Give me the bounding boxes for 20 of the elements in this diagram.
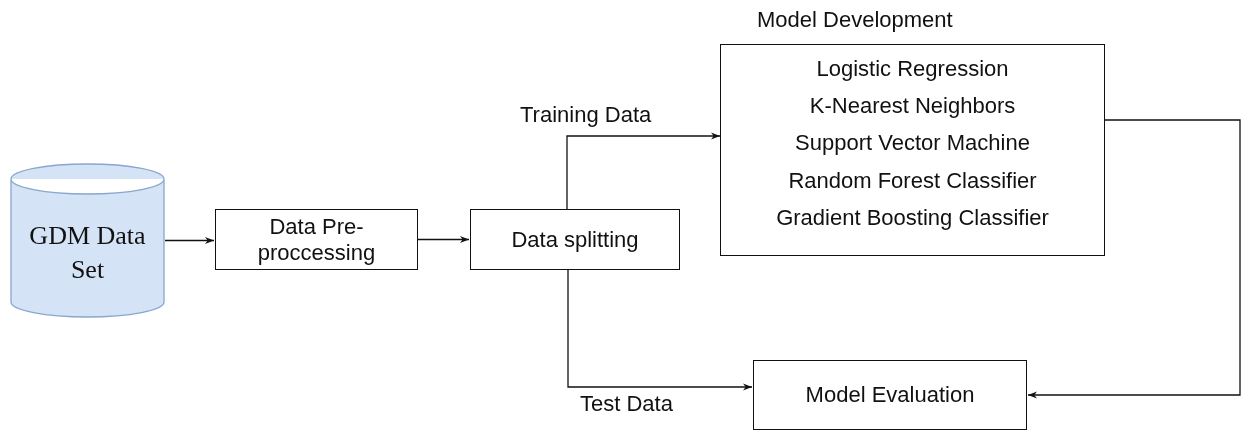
process-box bbox=[215, 209, 418, 270]
node-text: Data splitting bbox=[510, 226, 640, 253]
list-item: Gradient Boosting Classifier bbox=[776, 203, 1049, 232]
list-item: Random Forest Classifier bbox=[788, 166, 1037, 195]
arrow bbox=[417, 235, 470, 244]
list-item: Logistic Regression bbox=[816, 55, 1009, 83]
process-box bbox=[753, 360, 1027, 430]
arrow bbox=[566, 132, 721, 210]
arrow bbox=[1027, 119, 1241, 399]
box-heading: Model Development bbox=[757, 9, 953, 31]
arrow bbox=[567, 269, 753, 391]
arrow bbox=[164, 236, 215, 245]
database-cylinder bbox=[10, 163, 165, 318]
node-text: Data Pre- proccessing bbox=[256, 214, 377, 265]
edge-label: Training Data bbox=[520, 104, 652, 126]
list-item: K-Nearest Neighbors bbox=[809, 92, 1016, 121]
process-box bbox=[470, 209, 680, 270]
list-item: Support Vector Machine bbox=[795, 129, 1030, 158]
node-text: Model Evaluation bbox=[804, 382, 976, 408]
node-text: GDM Data Set bbox=[28, 219, 147, 286]
